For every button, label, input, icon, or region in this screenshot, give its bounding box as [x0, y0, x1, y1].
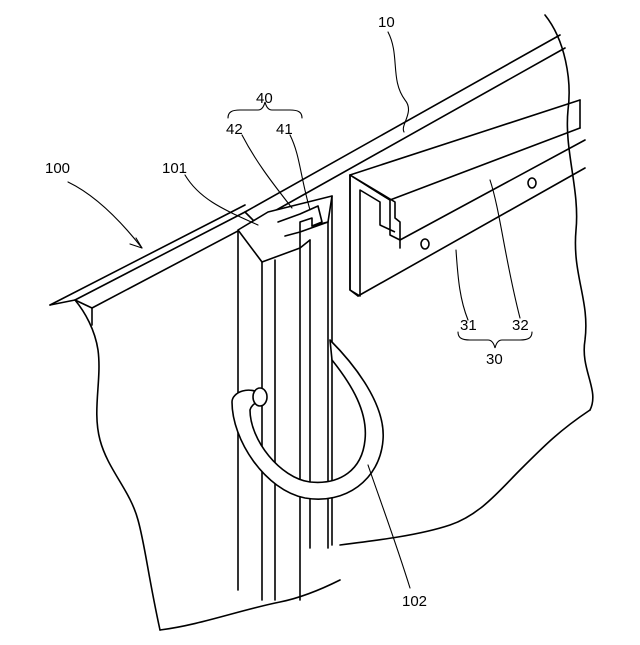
hook-body: [232, 340, 383, 499]
rail-32-top-back: [350, 100, 580, 175]
label-100: 100: [45, 160, 70, 177]
post-step: [300, 240, 310, 248]
panel-100-top-edge: [50, 205, 245, 305]
reference-labels: 10 40 42 41 100 101 31 32 30 102: [45, 14, 529, 610]
label-30: 30: [486, 351, 503, 368]
label-40: 40: [256, 90, 273, 107]
label-10: 10: [378, 14, 395, 31]
leader-100: [68, 182, 142, 248]
brace-30: [458, 332, 532, 348]
label-41: 41: [276, 121, 293, 138]
rail-30: [350, 100, 585, 296]
label-101: 101: [162, 160, 187, 177]
label-42: 42: [226, 121, 243, 138]
label-102: 102: [402, 593, 427, 610]
rail-hole-2: [528, 178, 536, 188]
panel-100-bottom-edge: [160, 580, 340, 630]
hook-102: [232, 340, 383, 499]
label-31: 31: [460, 317, 477, 334]
leader-42: [242, 135, 292, 208]
panel-100-left-edge: [75, 300, 160, 630]
leader-lines: [68, 32, 520, 588]
rail-hole-1: [421, 239, 429, 249]
leader-102: [368, 465, 410, 588]
leader-32: [490, 180, 520, 318]
panel-10-right-edge: [545, 15, 593, 410]
hook-tip: [253, 388, 267, 406]
leader-41: [290, 135, 310, 210]
panel-10-top-edge-inner: [255, 48, 565, 222]
leader-10: [388, 32, 409, 132]
panel-100-top-face: [75, 212, 255, 308]
label-32: 32: [512, 317, 529, 334]
rail-end-profile: [350, 175, 400, 296]
leader-31: [456, 250, 468, 320]
